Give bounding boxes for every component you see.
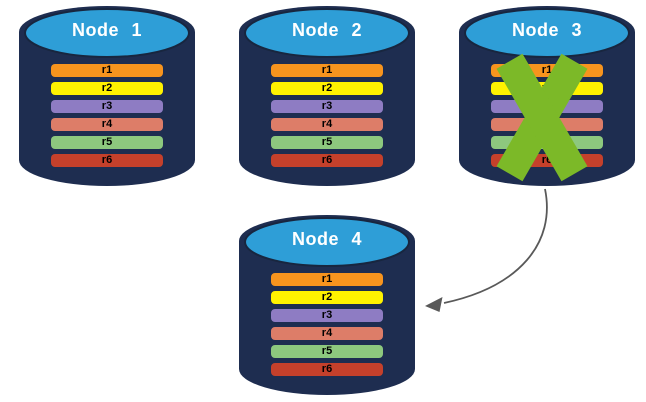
record-bar: r3 — [51, 100, 163, 113]
cylinder-top — [24, 8, 190, 58]
record-bar: r4 — [271, 118, 383, 131]
record-label: r6 — [101, 154, 113, 166]
record-label: r1 — [541, 64, 553, 76]
record-label: r6 — [321, 154, 333, 166]
cylinder-top — [244, 217, 410, 267]
record-label: r3 — [321, 100, 333, 112]
record-bar: r5 — [271, 345, 383, 358]
record-bar: r4 — [271, 327, 383, 340]
failover-arrowhead-icon — [425, 297, 443, 312]
database-node-node2: Node 2 r1 r2 r3 r4 r5 r6 — [238, 3, 416, 189]
record-label: r1 — [321, 64, 333, 76]
record-label: r4 — [321, 327, 333, 339]
record-label: r2 — [101, 82, 113, 94]
record-bar: r5 — [51, 136, 163, 149]
record-bar: r4 — [51, 118, 163, 131]
node-title: Node 4 — [291, 229, 362, 249]
record-bar: r6 — [271, 154, 383, 167]
record-label: r5 — [321, 136, 333, 148]
database-node-node4: Node 4 r1 r2 r3 r4 r5 r6 — [238, 212, 416, 398]
record-label: r3 — [101, 100, 113, 112]
record-bar: r1 — [271, 273, 383, 286]
record-label: r2 — [321, 82, 333, 94]
record-label: r1 — [101, 64, 113, 76]
record-bar: r2 — [271, 291, 383, 304]
record-bar: r1 — [271, 64, 383, 77]
record-bar: r3 — [271, 309, 383, 322]
record-bars: r1 r2 r3 r4 r5 r6 — [271, 64, 383, 167]
database-node-node1: Node 1 r1 r2 r3 r4 r5 r6 — [18, 3, 196, 189]
record-label: r4 — [321, 118, 333, 130]
record-bar: r6 — [51, 154, 163, 167]
record-label: r3 — [321, 309, 333, 321]
failover-arrow-curve — [443, 188, 548, 304]
record-label: r1 — [321, 273, 333, 285]
record-label: r5 — [101, 136, 113, 148]
record-bar: r5 — [271, 136, 383, 149]
record-bar: r3 — [271, 100, 383, 113]
record-label: r6 — [321, 363, 333, 375]
record-label: r5 — [321, 345, 333, 357]
record-label: r6 — [541, 154, 553, 166]
record-label: r2 — [321, 291, 333, 303]
node-title: Node 1 — [71, 20, 142, 40]
record-bar: r6 — [271, 363, 383, 376]
node-title: Node 3 — [511, 20, 582, 40]
node-title: Node 2 — [291, 20, 362, 40]
record-bars: r1 r2 r3 r4 r5 r6 — [51, 64, 163, 167]
cylinder-top — [464, 8, 630, 58]
record-bar: r1 — [51, 64, 163, 77]
record-bar: r2 — [271, 82, 383, 95]
failure-x-icon — [496, 53, 588, 182]
cylinder-top — [244, 8, 410, 58]
record-label: r4 — [101, 118, 113, 130]
record-bars: r1 r2 r3 r4 r5 r6 — [271, 273, 383, 376]
record-bar: r2 — [51, 82, 163, 95]
